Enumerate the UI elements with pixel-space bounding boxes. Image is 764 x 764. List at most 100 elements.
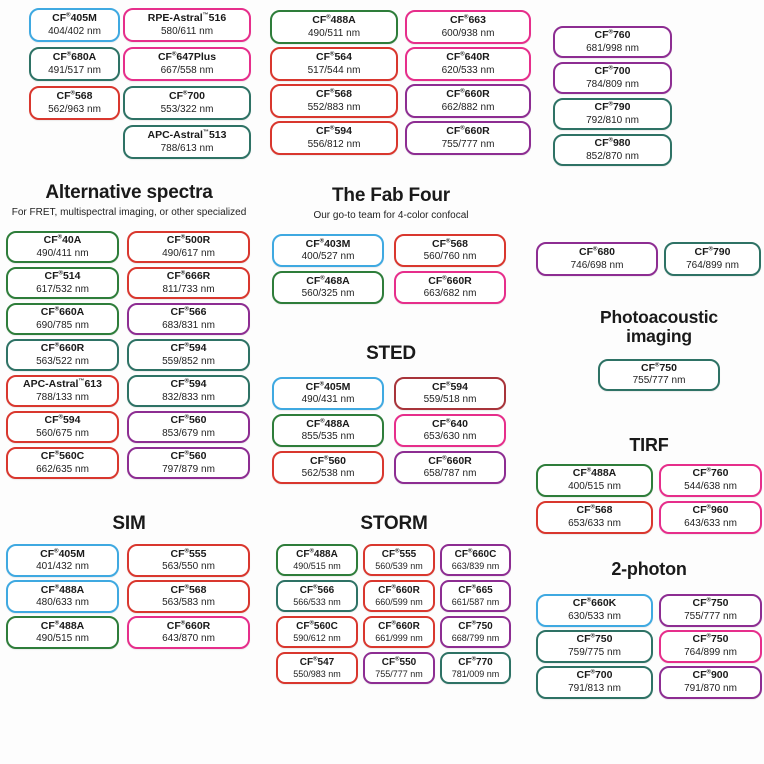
- dye-name: CF®660R: [40, 342, 85, 355]
- dye-ex-em: 480/633 nm: [36, 597, 89, 609]
- dye-name: CF®547: [299, 656, 335, 668]
- dye-name: CF®660R: [378, 584, 420, 596]
- section-title: SIM: [112, 513, 146, 534]
- dye-ex-em: 643/870 nm: [162, 633, 215, 645]
- dye-ex-em: 490/511 nm: [307, 27, 361, 39]
- dye-ex-em: 620/533 nm: [441, 64, 495, 76]
- dye-name: APC-Astral™513: [147, 129, 227, 142]
- dye-ex-em: 517/544 nm: [307, 64, 361, 76]
- dye-name: CF®568: [170, 583, 207, 596]
- dye-name: CF®980: [594, 137, 631, 150]
- dye-name: APC-Astral™613: [23, 378, 102, 391]
- dye-ex-em: 590/612 nm: [293, 632, 341, 643]
- section-title: Photoacoustic imaging: [600, 307, 718, 347]
- dye-name: CF®770: [458, 656, 493, 668]
- dye-ex-em: 560/325 nm: [301, 288, 355, 300]
- dye-name: RPE-Astral™516: [147, 12, 227, 25]
- dye-ex-em: 788/613 nm: [160, 142, 214, 154]
- dye-ex-em: 853/679 nm: [162, 427, 215, 439]
- dye-name: CF®488A: [40, 583, 85, 596]
- dye-ex-em: 755/777 nm: [684, 611, 737, 623]
- section-title: The Fab Four: [332, 185, 450, 206]
- dye-name: CF®700: [576, 669, 613, 682]
- dye-name: CF®750: [692, 597, 729, 610]
- dye-name: CF®594: [170, 378, 207, 391]
- dye-name: CF®700: [169, 90, 205, 103]
- dye-name: CF®680: [579, 246, 615, 259]
- dye-name: CF®560: [170, 414, 207, 427]
- dye-ex-em: 544/638 nm: [684, 481, 737, 493]
- dye-ex-em: 563/550 nm: [162, 561, 215, 573]
- dye-name: CF®568: [576, 504, 613, 517]
- dye-ex-em: 560/760 nm: [423, 251, 477, 263]
- dye-name: CF®500R: [166, 234, 211, 247]
- dye-ex-em: 643/633 nm: [684, 518, 737, 530]
- dye-name: CF®666R: [166, 270, 211, 283]
- dye-ex-em: 764/899 nm: [686, 259, 739, 271]
- dye-ex-em: 490/411 nm: [36, 247, 89, 259]
- dye-name: CF®566: [299, 584, 335, 596]
- dye-name: CF®594: [170, 342, 207, 355]
- dye-name: CF®647Plus: [157, 51, 217, 64]
- dye-ex-em: 784/809 nm: [586, 78, 639, 90]
- dye-ex-em: 661/587 nm: [451, 596, 500, 607]
- dye-name: CF®760: [594, 29, 631, 42]
- dye-ex-em: 404/402 nm: [48, 25, 101, 37]
- section-title: STED: [366, 343, 416, 364]
- dye-ex-em: 792/810 nm: [586, 114, 639, 126]
- dye-name: CF®660R: [446, 125, 490, 138]
- dye-ex-em: 855/535 nm: [301, 431, 355, 443]
- dye-ex-em: 630/533 nm: [568, 611, 621, 623]
- dye-ex-em: 755/777 nm: [375, 668, 423, 679]
- dye-name: CF®560: [310, 454, 346, 467]
- dye-ex-em: 653/630 nm: [423, 431, 477, 443]
- dye-name: CF®560C: [40, 450, 85, 463]
